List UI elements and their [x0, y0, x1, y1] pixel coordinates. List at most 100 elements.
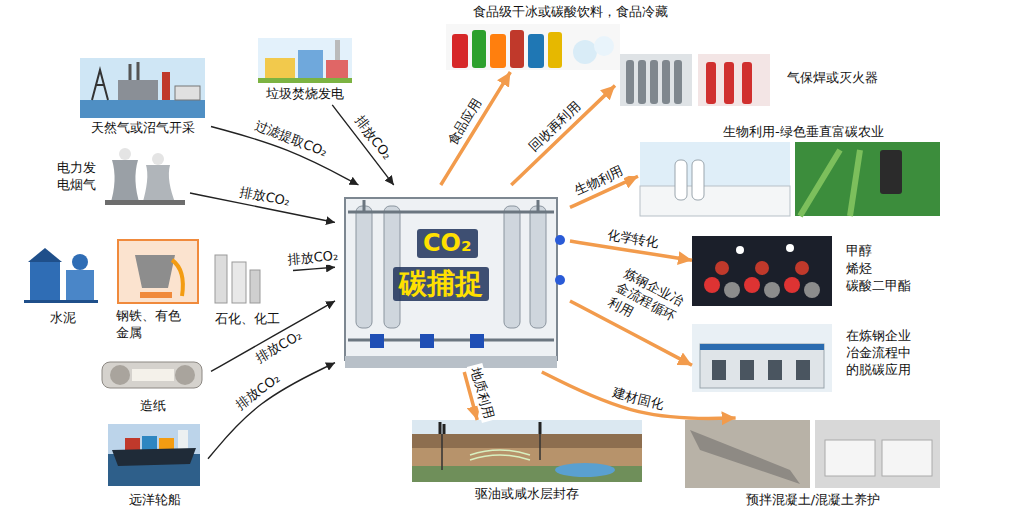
cement-silo: [66, 270, 94, 300]
building: [326, 60, 348, 80]
container: [142, 436, 157, 450]
column: [232, 262, 246, 303]
paper-sheet: [132, 369, 174, 381]
pump: [420, 334, 434, 348]
atom: [724, 282, 740, 298]
roller: [175, 365, 195, 385]
edge-label: 生物利用: [569, 161, 628, 200]
sky: [640, 142, 790, 216]
co2-tank: [675, 160, 687, 200]
concrete-block: [825, 440, 875, 476]
concrete-chute: [690, 430, 800, 484]
capture-unit: CO₂ 碳捕捉: [335, 185, 570, 372]
edge-label: 建材固化: [608, 384, 668, 414]
cooling-tower: [110, 160, 140, 205]
node-text: 碳捕捉: [393, 267, 489, 301]
connector-arrow: [208, 363, 335, 459]
derrick: [92, 70, 108, 100]
container: [125, 438, 140, 450]
plant-row: [800, 150, 860, 216]
gas-cylinder: [626, 60, 634, 104]
window: [768, 360, 782, 380]
edge-label: 回收再利用: [524, 96, 587, 157]
photo-ground: [815, 420, 940, 488]
saline-aquifer: [555, 463, 615, 477]
edge-label: 炼钢企业冶金流程循环利用: [603, 264, 691, 342]
node-text: 驱油或咸水层封存: [412, 486, 642, 503]
chimney: [335, 40, 340, 60]
edge-label: 食品应用: [443, 93, 487, 151]
gas-cylinder: [674, 60, 682, 104]
silo-top: [72, 254, 88, 270]
column: [530, 206, 546, 328]
source-node: 垃圾焚烧发电: [255, 36, 358, 105]
edge-label: 排放CO₂: [284, 248, 342, 269]
gas-cylinder: [638, 60, 646, 104]
window: [712, 360, 726, 380]
node-text: 钢铁、有色金属: [116, 308, 186, 342]
source-node: 电力发电烟气: [55, 148, 190, 208]
sky: [412, 420, 642, 434]
atom: [715, 261, 729, 275]
source-node: 钢铁、有色金属: [112, 238, 204, 344]
node-text: 电力发电烟气: [55, 160, 97, 194]
atom: [704, 277, 720, 293]
ground: [258, 78, 352, 83]
roof: [28, 248, 62, 262]
atom: [795, 261, 809, 275]
edge-label: 排放CO₂: [250, 326, 307, 368]
node-text: 石化、化工: [205, 311, 290, 328]
dry-ice: [594, 36, 614, 56]
roller: [110, 365, 130, 385]
ingot: [140, 292, 172, 298]
shed: [175, 86, 200, 100]
node-text: 水泥: [20, 310, 105, 327]
crop-field: [795, 142, 940, 216]
machine-base: [345, 356, 557, 368]
node-text: 造纸: [98, 398, 208, 415]
concrete-block: [882, 440, 932, 476]
machine-frame: [345, 198, 557, 360]
gas-plant: [118, 80, 158, 100]
connector-arrow: [441, 72, 511, 185]
sky: [258, 38, 352, 83]
atom: [764, 282, 780, 298]
atom: [784, 277, 800, 293]
edge-label: 排放CO₂: [349, 110, 396, 165]
paper-machine: [102, 362, 202, 388]
source-node: 水泥: [20, 238, 108, 330]
window: [796, 360, 810, 380]
stack: [130, 62, 138, 80]
cooling-tower: [142, 165, 176, 205]
use-node: 食品级干冰或碳酸饮料，食品冷藏: [438, 2, 706, 72]
ground: [24, 300, 98, 303]
factory: [700, 344, 824, 388]
connector-arrow: [511, 86, 615, 185]
node-text: 甲醇 烯烃 碳酸二甲酯: [846, 242, 916, 295]
node-text: 在炼钢企业冶金流程中的脱碳应用: [846, 328, 916, 379]
edge-label: 化学转化: [603, 226, 663, 251]
cement-plant: [30, 262, 60, 300]
node-text: 预拌混凝土/混凝土养护: [683, 492, 943, 509]
source-node: 远洋轮船: [105, 422, 208, 514]
atom: [736, 246, 744, 254]
extinguisher: [742, 62, 752, 104]
atom: [744, 277, 760, 293]
photo-ground: [620, 54, 692, 106]
use-node: 在炼钢企业冶金流程中的脱碳应用: [692, 322, 927, 394]
rock-layer: [412, 448, 642, 466]
edge-label: 排放CO₂: [235, 183, 294, 210]
container: [159, 438, 174, 450]
photo-ground: [446, 24, 620, 70]
extinguisher: [706, 62, 716, 104]
source-node: 天然气或沼气开采: [78, 56, 211, 139]
co2-plume: [470, 450, 530, 460]
node-text: CO₂: [417, 229, 478, 258]
edge-label: 过滤提取CO₂: [250, 116, 333, 161]
use-node: 生物利用-绿色垂直富碳农业: [638, 124, 943, 219]
column: [504, 206, 520, 328]
roof-stripe: [700, 344, 824, 350]
molten-metal: [172, 260, 183, 296]
rock-layer: [412, 434, 642, 448]
bridge: [178, 430, 188, 450]
